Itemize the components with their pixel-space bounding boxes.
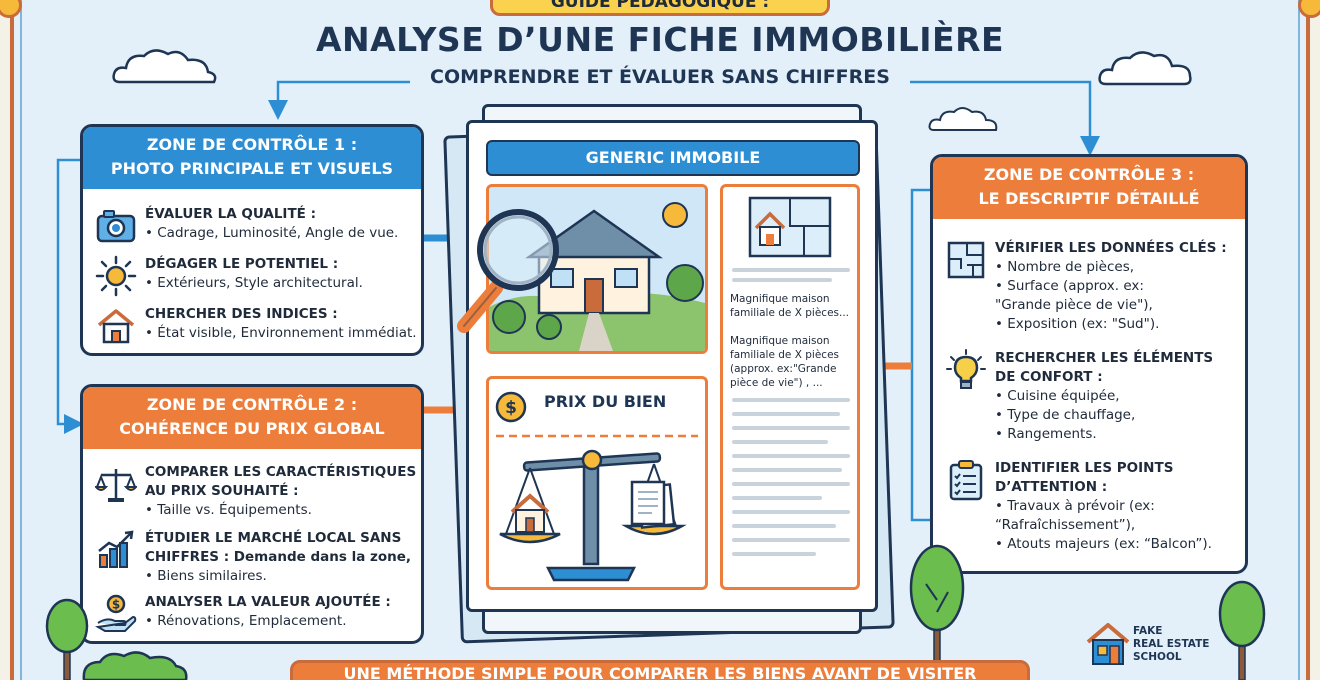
sun-icon [95, 255, 137, 297]
item-line: • Biens similaires. [145, 568, 267, 584]
item-line: “Rafraîchissement”), [995, 517, 1136, 533]
item-heading: DE CONFORT : [995, 369, 1103, 385]
tree-icon [909, 544, 965, 680]
zone-3-item-comfort: RECHERCHER LES ÉLÉMENTS DE CONFORT : • C… [945, 349, 1213, 444]
bush-icon [82, 651, 188, 680]
item-heading: COMPARER LES CARACTÉRISTIQUES [145, 464, 417, 480]
item-line: • Cuisine équipée, [995, 388, 1120, 404]
zone-1-header: ZONE DE CONTRÔLE 1 : PHOTO PRINCIPALE ET… [83, 127, 421, 189]
text-placeholder-line [732, 510, 850, 514]
zone-3-subtitle: LE DESCRIPTIF DÉTAILLÉ [978, 189, 1200, 208]
zone-3-item-attention: IDENTIFIER LES POINTS D’ATTENTION : • Tr… [945, 459, 1212, 554]
item-heading: ÉTUDIER LE MARCHÉ LOCAL SANS [145, 530, 402, 546]
text-placeholder-line [732, 482, 850, 486]
guide-tag: GUIDE PÉDAGOGIQUE : [490, 0, 830, 16]
dollar-coin-icon: $ [495, 391, 527, 423]
text-placeholder-line [732, 524, 836, 528]
text-placeholder-line [732, 412, 840, 416]
zone-2-item-value: $ ANALYSER LA VALEUR AJOUTÉE : • Rénovat… [95, 593, 391, 635]
zone-3-item-data: VÉRIFIER LES DONNÉES CLÉS : • Nombre de … [945, 239, 1227, 334]
page-frame-inner [20, 0, 1300, 680]
zone-1-item-quality: ÉVALUER LA QUALITÉ : • Cadrage, Luminosi… [95, 205, 398, 247]
item-heading: RECHERCHER LES ÉLÉMENTS [995, 350, 1214, 366]
item-line: • Nombre de pièces, [995, 259, 1135, 275]
floorplan-thumbnail-icon [748, 196, 832, 258]
zone-1-item-clues: CHERCHER DES INDICES : • État visible, E… [95, 305, 417, 347]
cloud-icon [112, 49, 217, 84]
item-line: • Travaux à prévoir (ex: [995, 498, 1155, 514]
text-placeholder-line [732, 278, 832, 282]
scale-icon [95, 469, 137, 502]
item-line: • Surface (approx. ex: [995, 278, 1144, 294]
page-subtitle: COMPRENDRE ET ÉVALUER SANS CHIFFRES [430, 66, 890, 88]
zone-2-title: ZONE DE CONTRÔLE 2 : [146, 395, 358, 414]
clipboard-icon [949, 460, 983, 501]
text-placeholder-line [732, 398, 850, 402]
item-line: "Grande pièce de vie"), [995, 297, 1153, 313]
listing-title: GENERIC IMMOBILE [486, 140, 860, 176]
house-icon [97, 309, 135, 344]
cloud-icon [1098, 51, 1192, 86]
description-excerpt-detailed: Magnifique maison familiale de X pièces … [730, 335, 839, 389]
item-heading: VÉRIFIER LES DONNÉES CLÉS : [995, 240, 1227, 256]
school-logo-icon [1086, 623, 1130, 665]
text-placeholder-line [732, 538, 850, 542]
item-heading: ÉVALUER LA QUALITÉ : [145, 206, 316, 222]
school-logo-text: FAKE REAL ESTATE SCHOOL [1133, 625, 1210, 663]
zone-1-item-potential: DÉGAGER LE POTENTIEL : • Extérieurs, Sty… [95, 255, 363, 297]
zone-2-item-compare: COMPARER LES CARACTÉRISTIQUES AU PRIX SO… [95, 463, 416, 520]
zone-1-title: ZONE DE CONTRÔLE 1 : [146, 135, 358, 154]
zone-2-subtitle: COHÉRENCE DU PRIX GLOBAL [119, 419, 385, 438]
tree-icon [1218, 580, 1266, 680]
item-heading: CHIFFRES : Demande dans la zone, [145, 549, 412, 565]
tree-icon [45, 598, 89, 680]
hand-coin-icon: $ [95, 594, 137, 632]
text-placeholder-line [732, 552, 816, 556]
text-placeholder-line [732, 268, 850, 272]
item-line: • Exposition (ex: "Sud"). [995, 316, 1160, 332]
svg-text:$: $ [505, 398, 517, 418]
text-placeholder-line [732, 426, 850, 430]
item-line: • Type de chauffage, [995, 407, 1136, 423]
footer-banner: UNE MÉTHODE SIMPLE POUR COMPARER LES BIE… [290, 660, 1030, 680]
item-heading: DÉGAGER LE POTENTIEL : [145, 256, 339, 272]
text-placeholder-line [732, 496, 822, 500]
page-title: ANALYSE D’UNE FICHE IMMOBILIÈRE [315, 20, 1005, 59]
item-heading: D’ATTENTION : [995, 479, 1108, 495]
item-line: • Rangements. [995, 426, 1097, 442]
zone-2-header: ZONE DE CONTRÔLE 2 : COHÉRENCE DU PRIX G… [83, 387, 421, 449]
magnifier-icon [457, 209, 559, 333]
zone-1-card: ZONE DE CONTRÔLE 1 : PHOTO PRINCIPALE ET… [80, 124, 424, 356]
item-heading: AU PRIX SOUHAITÉ : [145, 483, 299, 499]
zone-2-card: ZONE DE CONTRÔLE 2 : COHÉRENCE DU PRIX G… [80, 384, 424, 644]
item-heading: ANALYSER LA VALEUR AJOUTÉE : [145, 594, 391, 610]
zone-3-header: ZONE DE CONTRÔLE 3 : LE DESCRIPTIF DÉTAI… [933, 157, 1245, 219]
balance-scale-illustration [496, 434, 698, 582]
zone-3-title: ZONE DE CONTRÔLE 3 : [983, 165, 1195, 184]
corner-ornament [1298, 0, 1320, 18]
camera-icon [96, 210, 136, 243]
text-placeholder-line [732, 468, 842, 472]
item-heading: CHERCHER DES INDICES : [145, 306, 338, 322]
item-line: • Atouts majeurs (ex: “Balcon”). [995, 536, 1212, 552]
svg-text:$: $ [112, 598, 120, 612]
description-excerpt: Magnifique maison familiale de X pièces.… [730, 293, 850, 319]
price-label: PRIX DU BIEN [544, 392, 667, 411]
zone-3-card: ZONE DE CONTRÔLE 3 : LE DESCRIPTIF DÉTAI… [930, 154, 1248, 574]
floorplan-icon [947, 241, 985, 279]
cloud-icon [928, 107, 998, 131]
text-placeholder-line [732, 454, 850, 458]
zone-2-item-market: ÉTUDIER LE MARCHÉ LOCAL SANS CHIFFRES : … [95, 529, 411, 586]
text-placeholder-line [732, 440, 828, 444]
item-line: • Extérieurs, Style architectural. [145, 275, 363, 291]
corner-ornament [0, 0, 22, 18]
item-line: • Cadrage, Luminosité, Angle de vue. [145, 225, 399, 241]
item-line: • Taille vs. Équipements. [145, 502, 312, 518]
item-heading: IDENTIFIER LES POINTS [995, 460, 1174, 476]
item-line: • État visible, Environnement immédiat. [145, 325, 417, 341]
bar-chart-icon [98, 530, 134, 568]
item-line: • Rénovations, Emplacement. [145, 613, 347, 629]
lightbulb-icon [946, 349, 986, 389]
zone-1-subtitle: PHOTO PRINCIPALE ET VISUELS [110, 159, 394, 178]
